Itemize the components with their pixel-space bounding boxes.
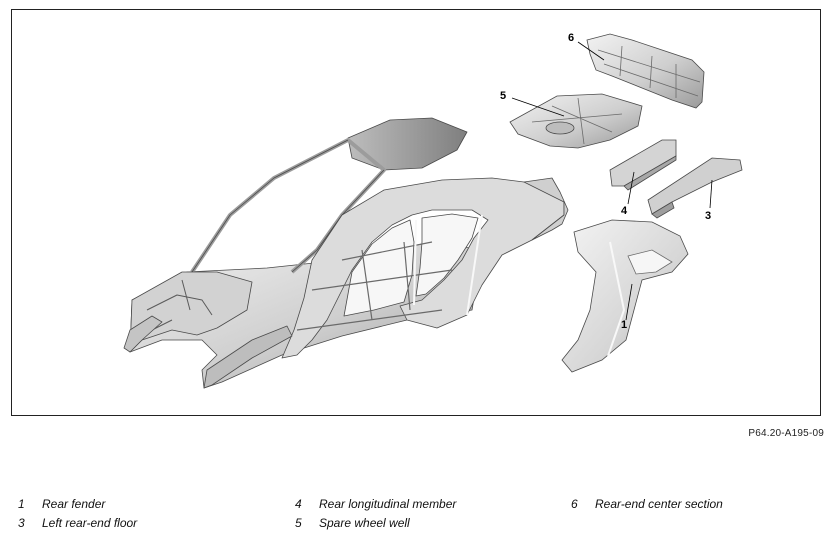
figure-frame: 6 5 4 3 1: [11, 9, 821, 416]
callout-1: 1: [621, 319, 627, 331]
legend-number: 5: [295, 516, 302, 530]
legend-number: 3: [18, 516, 25, 530]
legend-number: 6: [571, 497, 578, 511]
legend-text: Spare wheel well: [319, 516, 410, 530]
front-rail-left: [123, 315, 163, 353]
callout-6: 6: [568, 32, 574, 44]
legend-text: Rear fender: [42, 497, 106, 511]
callout-leaders: [511, 41, 713, 321]
body-in-white: [123, 117, 569, 389]
legend-text: Left rear-end floor: [42, 516, 138, 530]
part-spare-wheel-well: [509, 93, 643, 149]
roof-panel: [347, 117, 468, 171]
body-shell-illustration: 6 5 4 3 1: [123, 32, 743, 389]
part-rear-fender: [561, 219, 689, 373]
legend-text: Rear-end center section: [595, 497, 723, 511]
callout-4: 4: [621, 205, 628, 217]
callout-5: 5: [500, 90, 506, 102]
callout-3: 3: [705, 210, 711, 222]
legend-number: 4: [295, 497, 302, 511]
part-left-rear-end-floor: [647, 157, 743, 219]
figure-code: P64.20-A195-09: [748, 428, 824, 439]
legend-number: 1: [18, 497, 25, 511]
part-rear-end-center-section: [586, 33, 705, 109]
front-door-opening: [343, 219, 415, 317]
legend-text: Rear longitudinal member: [319, 497, 457, 511]
front-rail: [203, 325, 293, 389]
rear-quarter: [523, 177, 569, 241]
part-rear-longitudinal-member: [609, 139, 677, 191]
rear-door-opening: [415, 213, 479, 297]
